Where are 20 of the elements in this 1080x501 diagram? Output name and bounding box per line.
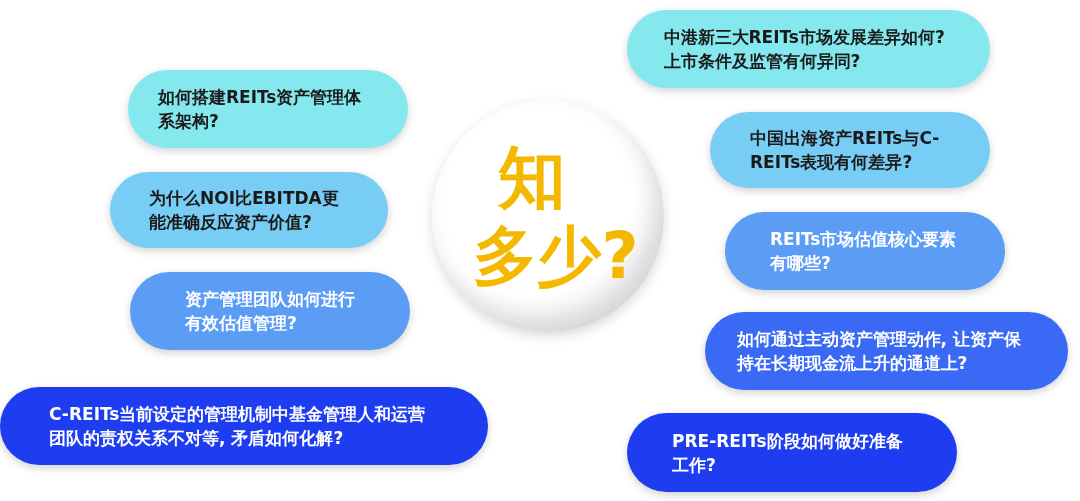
question-pill: [627, 413, 957, 492]
title-text: 多少?: [473, 218, 639, 294]
question-pill: [110, 172, 388, 248]
question-pill: [128, 70, 408, 148]
question-text: C-REITs当前设定的管理机制中基金管理人和运营团队的责权关系不对等, 矛盾如何化解?: [49, 403, 427, 450]
question-text: REITs市场估值核心要素有哪些?: [770, 228, 958, 275]
question-text: 如何搭建REITs资产管理体系架构?: [158, 86, 363, 133]
question-pill: [705, 312, 1068, 390]
question-text: PRE-REITs阶段如何做好准备工作?: [672, 429, 904, 477]
question-pill: [710, 112, 990, 188]
question-text: 为什么NOI比EBITDA更能准确反应资产价值?: [149, 187, 340, 234]
question-text: 中国出海资产REITs与C-REITs表现有何差异?: [750, 127, 941, 174]
question-pill: [0, 387, 488, 465]
question-text: 如何通过主动资产管理动作, 让资产保持在长期现金流上升的通道上?: [736, 328, 1022, 375]
question-text: 中港新三大REITs市场发展差异如何?上市条件及监管有何异同?: [663, 26, 946, 73]
question-pill: [725, 212, 1005, 290]
title-text: 知: [498, 138, 566, 218]
question-pill: [130, 272, 410, 350]
question-pill: [627, 10, 990, 88]
question-text: 资产管理团队如何进行有效估值管理?: [185, 288, 355, 335]
